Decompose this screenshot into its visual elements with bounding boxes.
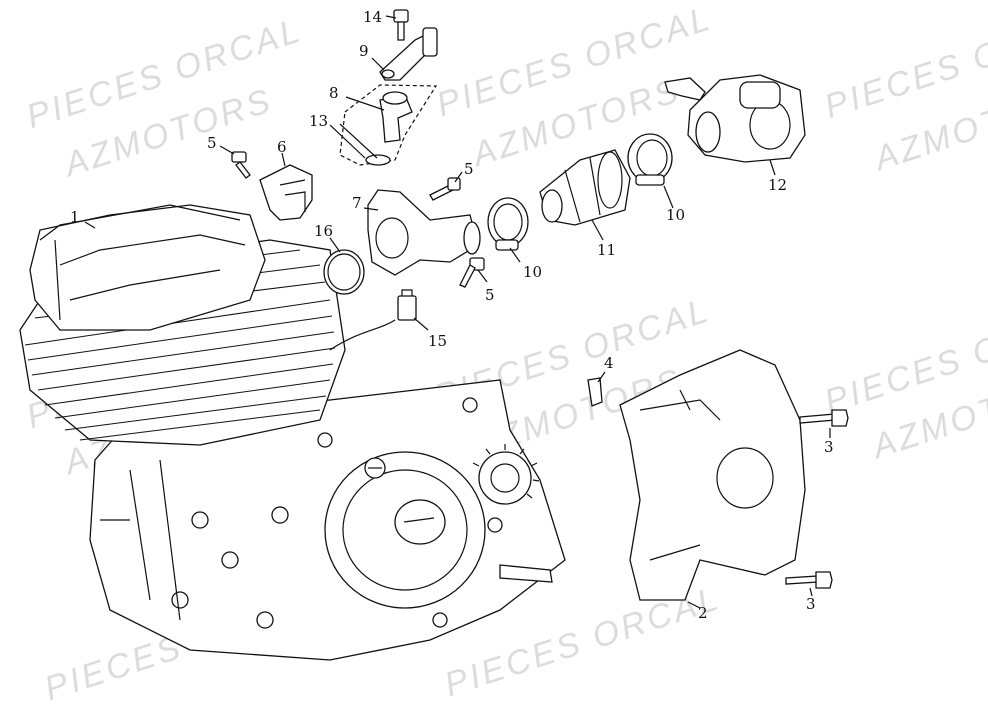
gasket-ring bbox=[323, 249, 365, 295]
throttle-sensor bbox=[259, 164, 313, 221]
callout-7: 7 bbox=[352, 194, 362, 212]
mounting-bolt bbox=[459, 257, 485, 288]
intake-boot bbox=[539, 149, 631, 226]
retaining-clip bbox=[587, 377, 603, 407]
callout-4: 4 bbox=[604, 354, 614, 372]
cover-bolt bbox=[799, 409, 849, 427]
callout-12: 12 bbox=[768, 176, 787, 194]
callout-5: 5 bbox=[207, 134, 217, 152]
leader-lines bbox=[84, 15, 831, 609]
diagram-canvas: 1 2 3 3 4 5 5 5 6 7 8 9 10 10 11 12 13 1… bbox=[19, 8, 849, 661]
cover-bolt bbox=[785, 571, 833, 589]
callout-3: 3 bbox=[806, 595, 816, 613]
callout-10: 10 bbox=[666, 206, 685, 224]
bracket-bolt bbox=[393, 9, 409, 41]
callout-15: 15 bbox=[428, 332, 447, 350]
hose-clamp bbox=[487, 197, 529, 251]
callout-9: 9 bbox=[359, 42, 369, 60]
callout-5: 5 bbox=[464, 160, 474, 178]
sprocket-cover bbox=[619, 349, 806, 601]
callout-1: 1 bbox=[70, 208, 80, 226]
callout-6: 6 bbox=[277, 138, 287, 156]
engine-block bbox=[19, 204, 566, 661]
throttle-body bbox=[664, 74, 806, 163]
sensor-connector bbox=[397, 289, 417, 321]
fuel-bracket bbox=[379, 27, 438, 81]
callout-16: 16 bbox=[314, 222, 333, 240]
callout-2: 2 bbox=[698, 604, 708, 622]
mounting-bolt bbox=[429, 177, 461, 201]
exploded-parts-diagram: PIECES ORCAL AZMOTORS PIECES ORCAL AZMOT… bbox=[19, 0, 988, 708]
callout-10: 10 bbox=[523, 263, 542, 281]
hose-clamp bbox=[627, 133, 673, 186]
callout-3: 3 bbox=[824, 438, 834, 456]
callout-labels: 1 2 3 3 4 5 5 5 6 7 8 9 10 10 11 12 13 1… bbox=[70, 8, 834, 622]
intake-manifold bbox=[367, 189, 481, 276]
callout-14: 14 bbox=[363, 8, 382, 26]
injector-assembly bbox=[339, 84, 438, 166]
mounting-bolt bbox=[231, 151, 251, 179]
callout-8: 8 bbox=[329, 84, 339, 102]
callout-11: 11 bbox=[597, 241, 616, 259]
callout-5: 5 bbox=[485, 286, 495, 304]
callout-13: 13 bbox=[309, 112, 328, 130]
